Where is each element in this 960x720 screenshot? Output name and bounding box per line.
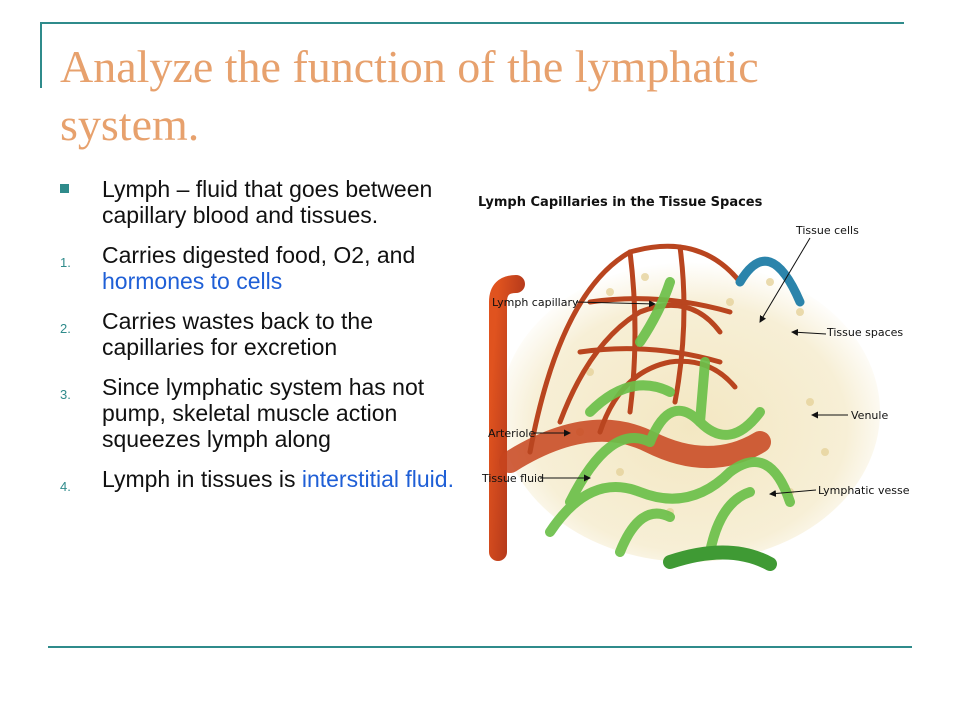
- list-number: 1.: [60, 255, 71, 270]
- top-border-line: [40, 22, 904, 24]
- left-border-line: [40, 22, 42, 88]
- lymphatic-vessel-shape: [663, 545, 777, 571]
- bullet-list: Lymph – fluid that goes between capillar…: [58, 176, 458, 494]
- tissue-spaces-pointer: [791, 328, 827, 336]
- slide-title: Analyze the function of the lymphatic sy…: [60, 41, 759, 150]
- label-tissue-spaces: Tissue spaces: [826, 326, 903, 339]
- list-item-text: Carries digested food, O2, and: [102, 242, 416, 268]
- square-bullet-icon: [60, 184, 69, 193]
- label-lymphatic-vessel: Lymphatic vessel: [818, 484, 910, 497]
- lymph-capillaries-diagram: Lymph Capillaries in the Tissue Spaces: [478, 195, 910, 572]
- bullet-text: Lymph – fluid that goes between capillar…: [102, 176, 433, 228]
- bottom-border-line: [48, 646, 912, 648]
- highlighted-text: interstitial fluid.: [301, 466, 454, 492]
- label-arteriole: Arteriole: [488, 427, 535, 440]
- list-number: 4.: [60, 479, 71, 494]
- tissue-cells-pointer: [759, 237, 811, 323]
- list-item-text: Since lymphatic system has not pump, ske…: [102, 374, 425, 452]
- list-item-text: Carries wastes back to the capillaries f…: [102, 308, 374, 360]
- lymph-capillary-network: [545, 277, 795, 557]
- list-item-4: 4. Lymph in tissues is interstitial flui…: [58, 466, 458, 494]
- label-tissue-cells: Tissue cells: [795, 224, 859, 237]
- list-number: 3.: [60, 387, 71, 402]
- arteriole-vessel: [489, 275, 525, 561]
- label-tissue-fluid: Tissue fluid: [481, 472, 544, 485]
- list-item-3: 3. Since lymphatic system has not pump, …: [58, 374, 458, 452]
- lymphatic-vessel-pointer: [769, 489, 817, 497]
- list-item-2: 2. Carries wastes back to the capillarie…: [58, 308, 458, 360]
- bullet-item-lymph: Lymph – fluid that goes between capillar…: [58, 176, 458, 228]
- diagram-title: Lymph Capillaries in the Tissue Spaces: [478, 195, 763, 210]
- list-item-1: 1. Carries digested food, O2, and hormon…: [58, 242, 458, 294]
- venule-branch: [735, 256, 805, 307]
- highlighted-text: hormones to cells: [102, 268, 283, 294]
- label-venule: Venule: [851, 409, 888, 422]
- list-item-text: Lymph in tissues is: [102, 466, 302, 492]
- label-lymph-capillary: Lymph capillary: [492, 296, 579, 309]
- lymph-capillary-pointer: [575, 300, 656, 308]
- list-number: 2.: [60, 321, 71, 336]
